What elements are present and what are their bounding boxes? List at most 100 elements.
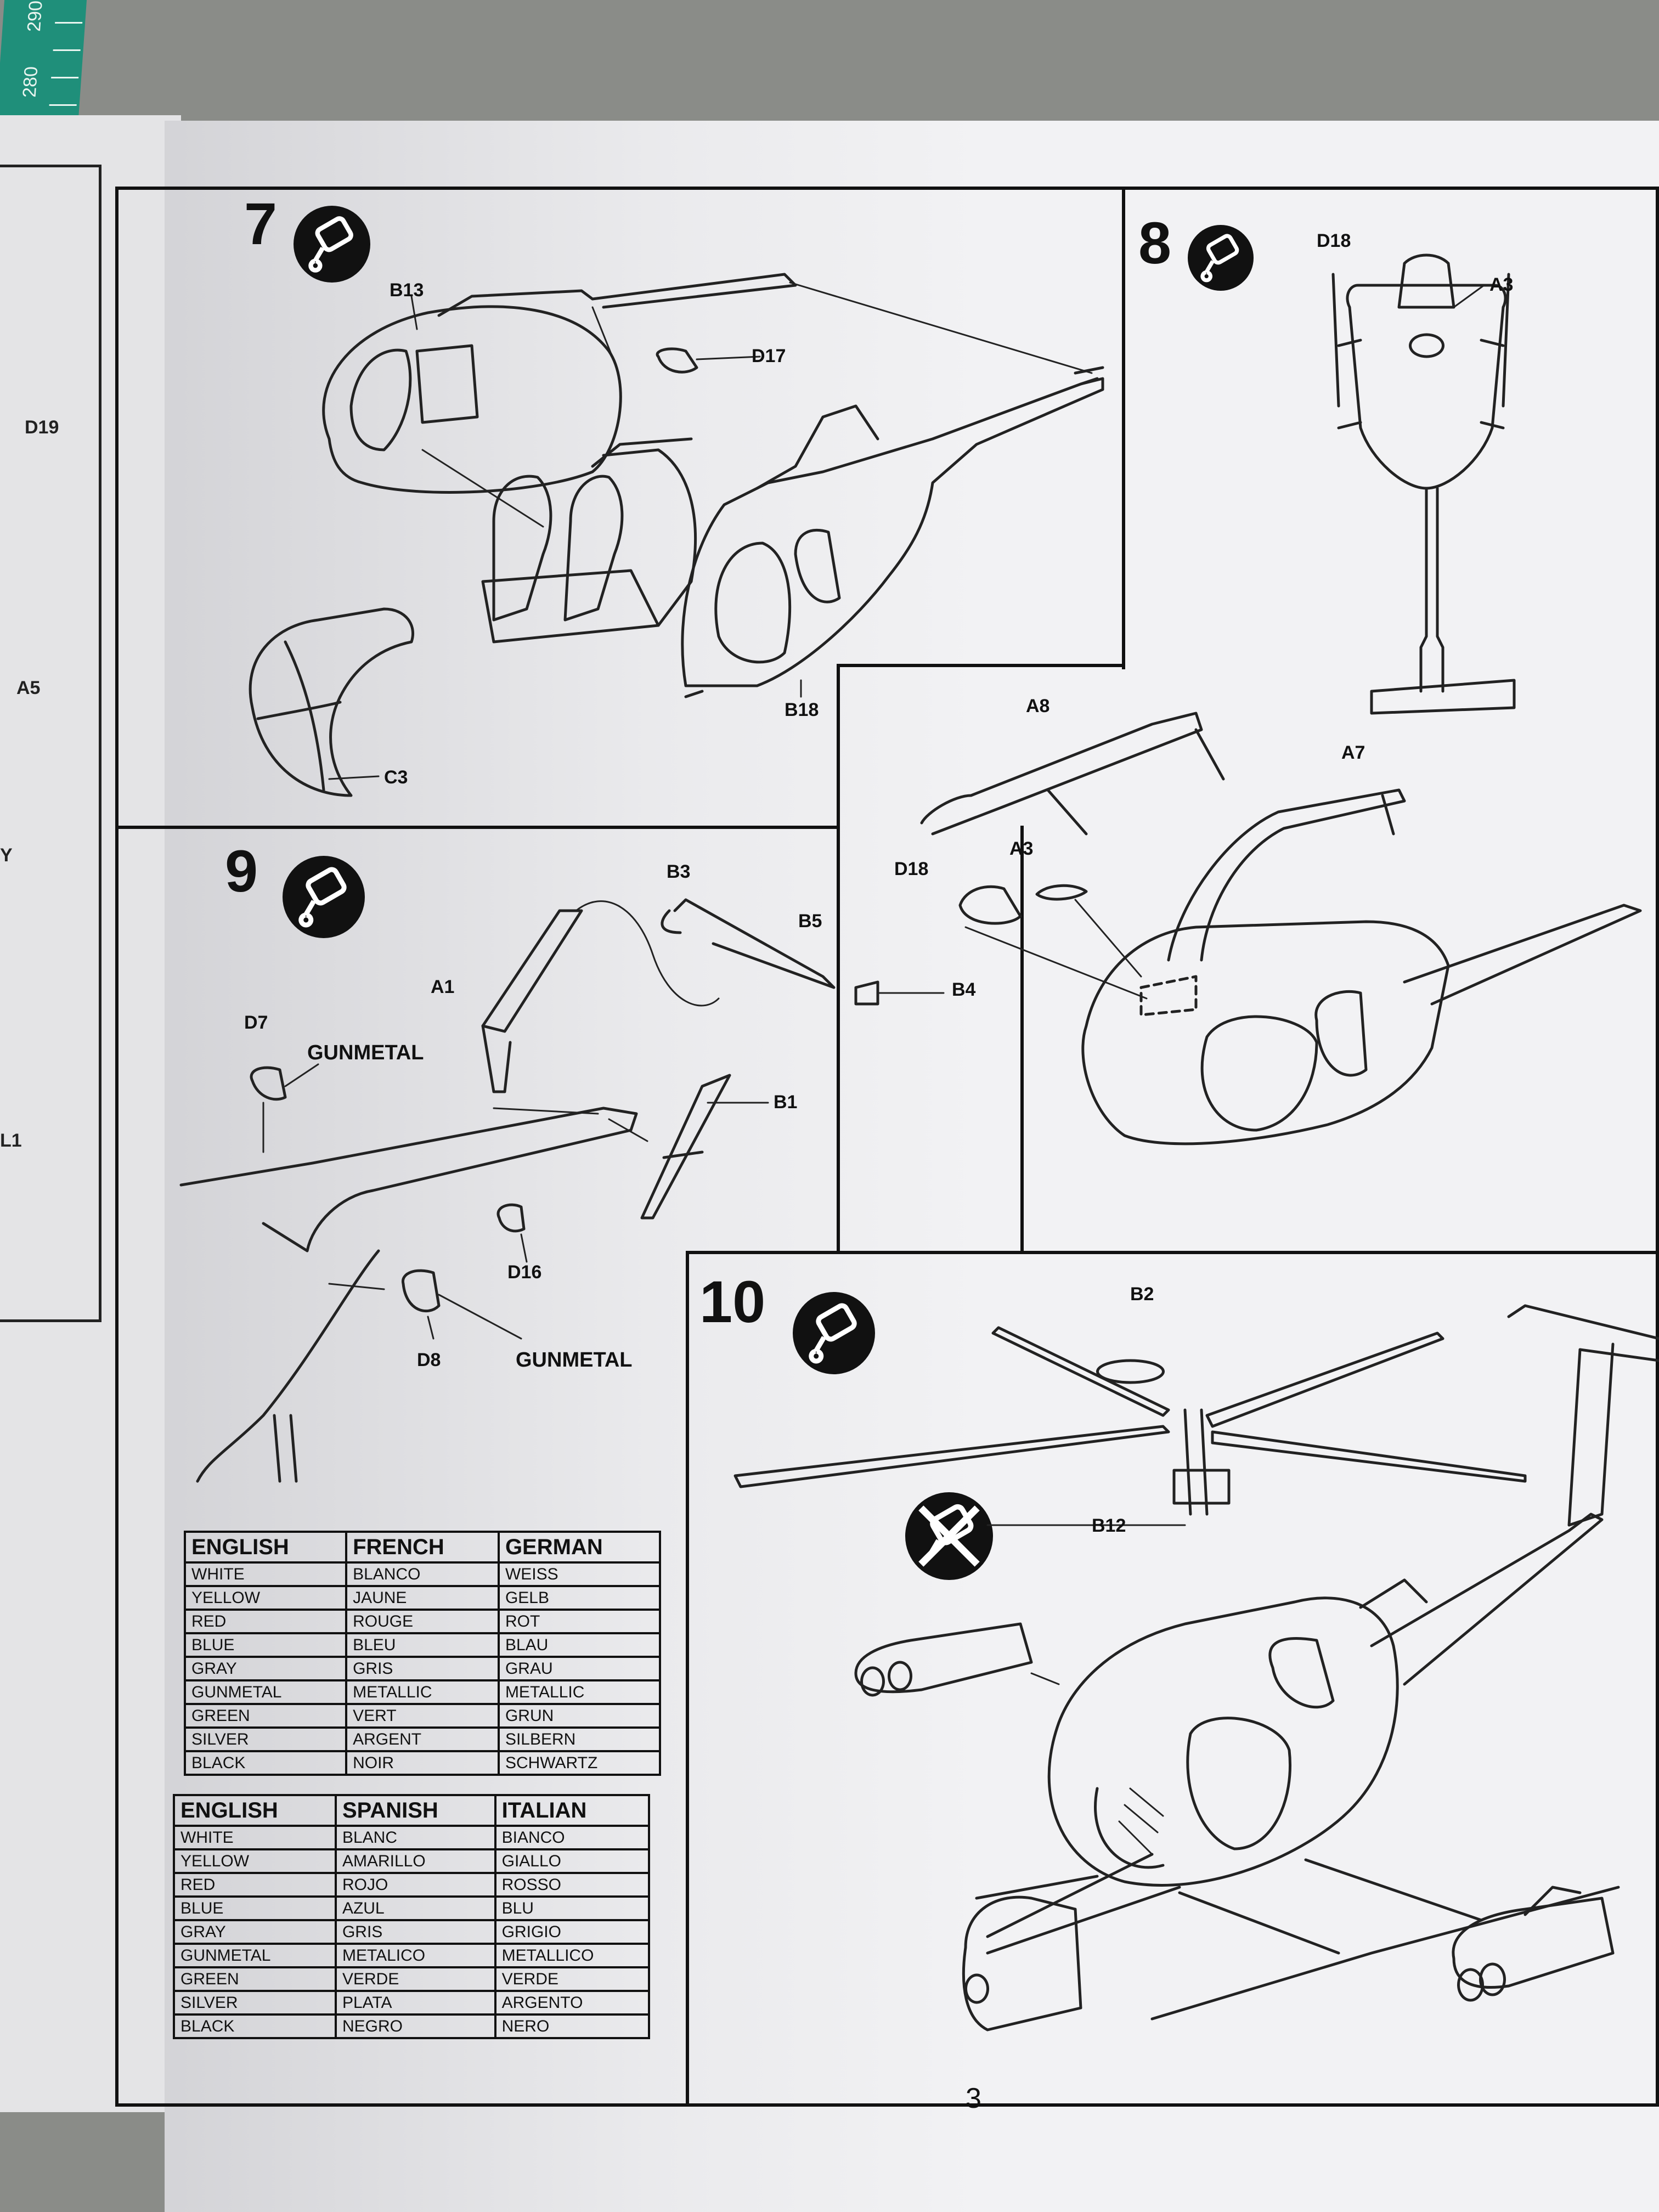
step-number: 8 — [1138, 210, 1172, 276]
part-label: A7 — [1341, 742, 1365, 763]
divider — [115, 826, 840, 829]
table-cell: GRIS — [334, 1919, 496, 1945]
part-label: B2 — [1130, 1284, 1154, 1305]
part-label: Y — [0, 845, 13, 866]
table-cell: YELLOW — [173, 1848, 337, 1874]
table-cell: SILBERN — [497, 1726, 662, 1752]
glue-tube-icon — [1188, 225, 1254, 291]
part-label: D16 — [507, 1262, 542, 1283]
step-number: 9 — [225, 838, 258, 904]
table-header-row: ENGLISH FRENCH GERMAN — [183, 1531, 662, 1564]
table-cell: METALICO — [334, 1943, 496, 1968]
table-cell: NOIR — [345, 1750, 500, 1776]
table-cell: ROUGE — [345, 1609, 500, 1634]
table-cell: BLUE — [173, 1895, 337, 1921]
divider — [1020, 826, 1024, 1254]
table-cell: GIALLO — [494, 1848, 651, 1874]
table-cell: WEISS — [497, 1561, 662, 1587]
part-label: D17 — [752, 346, 786, 366]
table-cell: WHITE — [183, 1561, 348, 1587]
table-header: SPANISH — [334, 1794, 496, 1827]
table-cell: GRAU — [497, 1656, 662, 1681]
part-label: D19 — [25, 417, 59, 438]
part-label: B5 — [798, 911, 822, 932]
table-cell: GRUN — [497, 1703, 662, 1729]
table-cell: BIANCO — [494, 1825, 651, 1850]
table-cell: VERDE — [334, 1966, 496, 1992]
left-page-frame — [0, 165, 101, 1322]
table-header: ENGLISH — [173, 1794, 337, 1827]
table-cell: AMARILLO — [334, 1848, 496, 1874]
table-cell: GREEN — [183, 1703, 348, 1729]
table-header: ENGLISH — [183, 1531, 348, 1564]
table-cell: GRAY — [183, 1656, 348, 1681]
table-cell: NERO — [494, 2013, 651, 2039]
divider — [837, 664, 1125, 667]
part-label: A5 — [16, 678, 41, 698]
table-cell: SCHWARTZ — [497, 1750, 662, 1776]
part-label: B4 — [952, 979, 976, 1000]
divider — [686, 1251, 1659, 1254]
table-cell: BLUE — [183, 1632, 348, 1658]
part-label: L1 — [0, 1130, 22, 1151]
part-label: B12 — [1092, 1515, 1126, 1536]
table-cell: BLACK — [173, 2013, 337, 2039]
page-number: 3 — [966, 2083, 981, 2114]
table-header: GERMAN — [497, 1531, 662, 1564]
table-cell: GRAY — [173, 1919, 337, 1945]
step-number: 7 — [244, 190, 278, 257]
table-cell: GELB — [497, 1585, 662, 1611]
part-label: B1 — [774, 1092, 798, 1113]
paint-label: GUNMETAL — [516, 1348, 633, 1372]
table-cell: YELLOW — [183, 1585, 348, 1611]
table-cell: GUNMETAL — [173, 1943, 337, 1968]
table-cell: RED — [173, 1872, 337, 1898]
table-header: ITALIAN — [494, 1794, 651, 1827]
divider — [686, 1251, 689, 2107]
part-label: A8 — [1026, 696, 1050, 716]
table-cell: VERDE — [494, 1966, 651, 1992]
table-cell: ROT — [497, 1609, 662, 1634]
part-label: D18 — [1317, 230, 1351, 251]
table-cell: PLATA — [334, 1990, 496, 2016]
table-cell: AZUL — [334, 1895, 496, 1921]
table-cell: BLAU — [497, 1632, 662, 1658]
left-page: D19 A5 Y L1 — [0, 115, 181, 2112]
glue-tube-icon — [283, 856, 365, 938]
table-cell: ROJO — [334, 1872, 496, 1898]
part-label: B3 — [667, 861, 691, 882]
part-label: A3 — [1009, 838, 1034, 859]
part-label: D7 — [244, 1012, 268, 1033]
glue-tube-icon — [793, 1292, 875, 1374]
table-header-row: ENGLISH SPANISH ITALIAN — [173, 1794, 651, 1827]
table-cell: GUNMETAL — [183, 1679, 348, 1705]
table-cell: BLACK — [183, 1750, 348, 1776]
divider — [837, 664, 840, 1254]
page-frame — [115, 187, 1659, 2107]
table-cell: METALLIC — [497, 1679, 662, 1705]
table-header: FRENCH — [345, 1531, 500, 1564]
table-cell: GRIGIO — [494, 1919, 651, 1945]
table-cell: WHITE — [173, 1825, 337, 1850]
table-cell: RED — [183, 1609, 348, 1634]
part-label: D8 — [417, 1350, 441, 1370]
no-glue-icon — [905, 1492, 993, 1580]
part-label: D18 — [894, 859, 929, 879]
